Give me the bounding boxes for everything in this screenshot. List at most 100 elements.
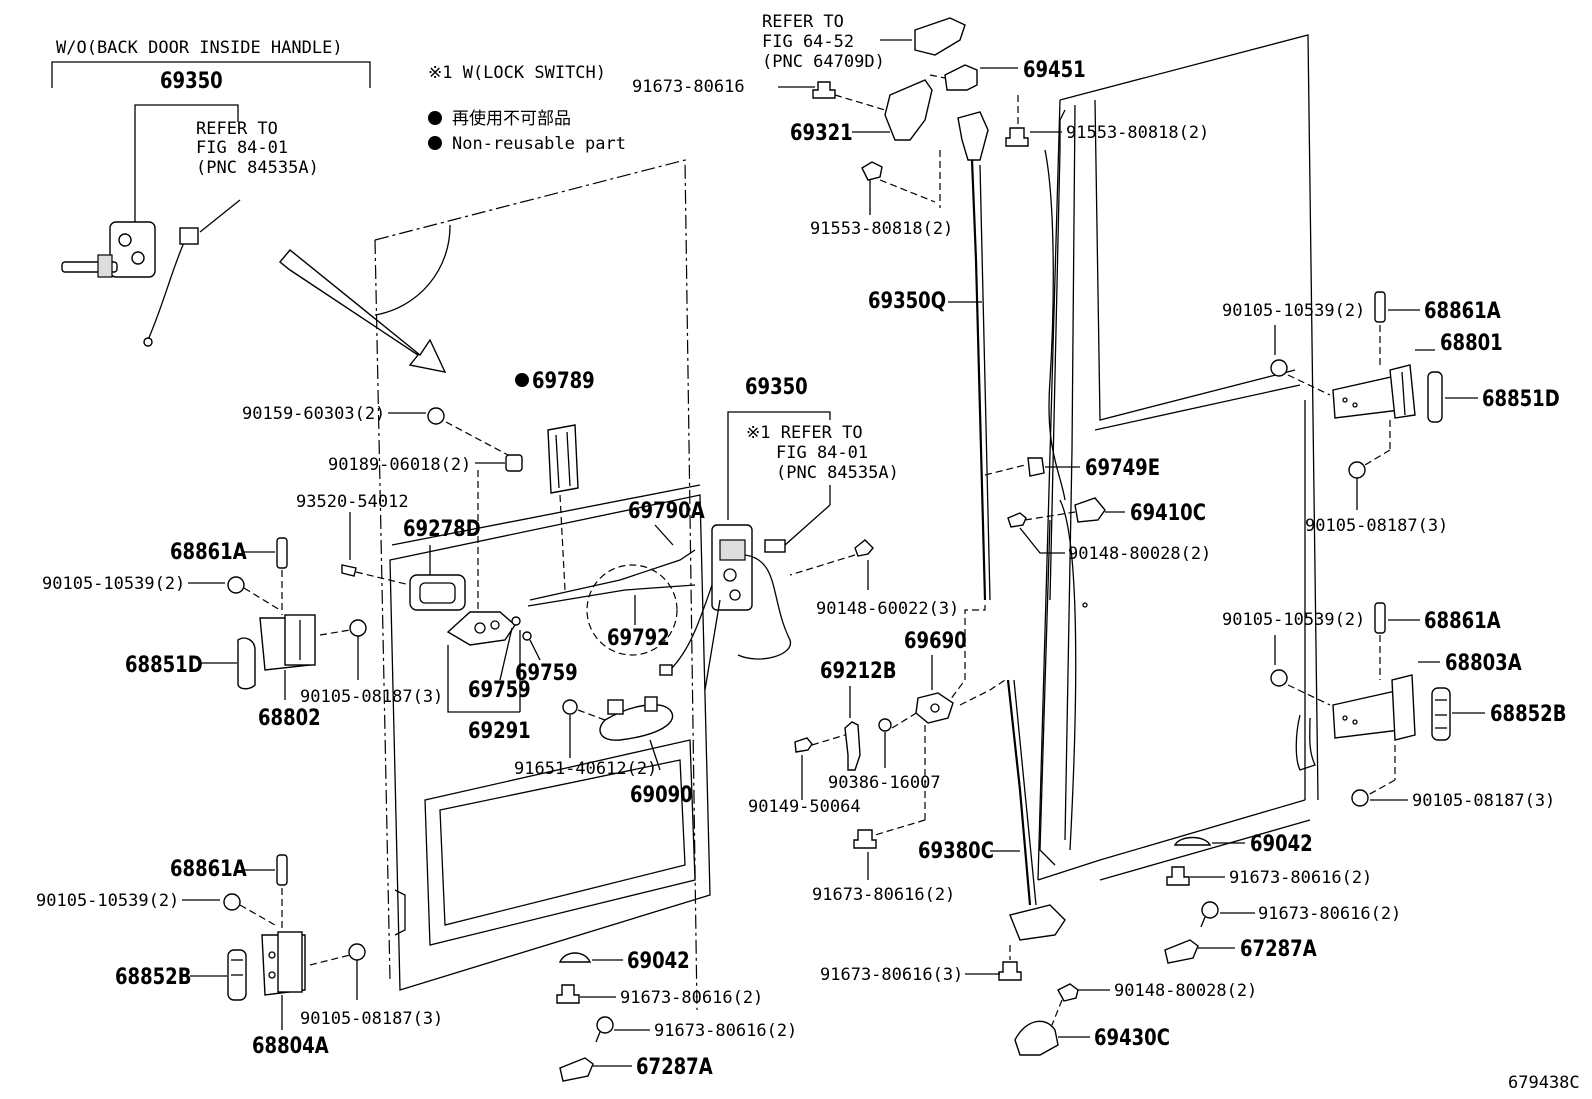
label-68861A-l1: 68861A <box>170 538 247 564</box>
left-lower-hinge: 68861A 90105-10539(2) 90105-08187(3) 688… <box>36 854 443 1058</box>
label-91673-r2: 91673-80616(2) <box>1258 904 1401 924</box>
label-90105-10539-l2: 90105-10539(2) <box>36 891 179 911</box>
label-90149: 90149-50064 <box>748 797 861 817</box>
label-69759-b: 69759 <box>515 659 578 685</box>
inside-handle-assembly <box>61 221 199 347</box>
non-reusable-bullet-icon <box>428 136 442 150</box>
label-69759-a: 69759 <box>468 676 531 702</box>
label-90148-60022: 90148-60022(3) <box>816 599 959 619</box>
label-91673-r1: 91673-80616(2) <box>1229 868 1372 888</box>
part-69090-outside-handle: 69090 91651-40612(2) <box>514 696 693 807</box>
label-69350Q: 69350Q <box>868 287 946 313</box>
ref2-line1: REFER TO <box>762 12 844 32</box>
label-69042-l: 69042 <box>627 947 690 973</box>
label-90105-08187-r2: 90105-08187(3) <box>1412 791 1555 811</box>
label-68851D-r: 68851D <box>1482 385 1560 411</box>
label-90159: 90159-60303(2) <box>242 404 385 424</box>
label-68852B-r: 68852B <box>1490 700 1566 726</box>
label-69410C: 69410C <box>1130 499 1206 525</box>
label-91673-m1: 91673-80616(2) <box>812 885 955 905</box>
label-67287A-l: 67287A <box>636 1053 713 1079</box>
ref1-line2: FIG 84-01 <box>196 138 288 158</box>
label-69792: 69792 <box>607 624 670 650</box>
label-68861A-l2: 68861A <box>170 855 247 881</box>
legend-jp: 再使用不可部品 <box>452 108 571 129</box>
label-68861A-r2: 68861A <box>1424 607 1501 633</box>
label-69749E: 69749E <box>1085 454 1160 480</box>
right-door-body <box>1037 34 1319 881</box>
figure-id: 679438C <box>1508 1073 1580 1093</box>
label-91673-l2: 91673-80616(2) <box>654 1021 797 1041</box>
label-69291: 69291 <box>468 717 531 743</box>
label-90105-10539-r2: 90105-10539(2) <box>1222 610 1365 630</box>
label-69690: 69690 <box>904 627 967 653</box>
right-lower-hinge: 90105-10539(2) 68861A 68803A 68852B 9010… <box>1222 602 1566 811</box>
left-bottom-parts: 69042 91673-80616(2) 91673-80616(2) 6728… <box>556 947 797 1082</box>
left-upper-hinge: 68861A 90105-10539(2) 90105-08187(3) 688… <box>42 537 443 730</box>
label-69350-top: 69350 <box>160 67 223 93</box>
label-90105-08187-l2: 90105-08187(3) <box>300 1009 443 1029</box>
label-69212B: 69212B <box>820 657 896 683</box>
ref2-line3: (PNC 64709D) <box>762 52 885 72</box>
part-69350Q-rod: 69350Q <box>868 159 991 701</box>
part-69278D: 93520-54012 69278D <box>296 492 481 611</box>
pointer-arrow-icon <box>279 249 447 373</box>
part-69380C-rod: 69380C 91673-80616(3) <box>820 679 1066 985</box>
label-93520: 93520-54012 <box>296 492 409 512</box>
label-67287A-r: 67287A <box>1240 935 1317 961</box>
label-68851D-l: 68851D <box>125 651 203 677</box>
label-68804A: 68804A <box>252 1032 329 1058</box>
ref3-line2: FIG 84-01 <box>776 443 868 463</box>
label-68852B-l: 68852B <box>115 963 191 989</box>
label-90148-80028-b: 90148-80028(2) <box>1114 981 1257 1001</box>
label-90105-10539-l1: 90105-10539(2) <box>42 574 185 594</box>
label-90105-08187-r1: 90105-08187(3) <box>1305 516 1448 536</box>
label-69790A: 69790A <box>628 497 705 523</box>
part-90159-90189: 90159-60303(2) 90189-06018(2) <box>242 404 523 610</box>
label-69451: 69451 <box>1023 56 1086 82</box>
lock-switch-note: ※1 W(LOCK SWITCH) <box>428 63 606 83</box>
label-91553-a: 91553-80818(2) <box>1066 123 1209 143</box>
part-69789: 69789 <box>515 367 595 591</box>
label-91673-m2: 91673-80616(3) <box>820 965 963 985</box>
ref3-line1: ※1 REFER TO <box>746 423 863 443</box>
label-69380C: 69380C <box>918 837 994 863</box>
part-69291-latch: 69759 69759 69291 <box>446 611 578 743</box>
part-69350-mid-lock: 69350 ※1 REFER TO FIG 84-01 (PNC 84535A) <box>659 373 899 691</box>
label-90105-10539-r1: 90105-10539(2) <box>1222 301 1365 321</box>
label-91673-l1: 91673-80616(2) <box>620 988 763 1008</box>
variant-note: W/O(BACK DOOR INSIDE HANDLE) <box>56 38 343 58</box>
label-69278D: 69278D <box>403 515 481 541</box>
label-69042-r: 69042 <box>1250 830 1313 856</box>
label-68802: 68802 <box>258 704 321 730</box>
notes: ※1 W(LOCK SWITCH) 再使用不可部品 Non-reusable p… <box>428 63 626 154</box>
center-top-parts: REFER TO FIG 64-52 (PNC 64709D) 91673-80… <box>632 12 1209 239</box>
right-upper-hinge: 90105-10539(2) 68861A 68801 68851D 90105… <box>1222 291 1560 536</box>
label-69090: 69090 <box>630 781 693 807</box>
label-90148-80028-a: 90148-80028(2) <box>1068 544 1211 564</box>
label-68861A-r1: 68861A <box>1424 297 1501 323</box>
ref1-line1: REFER TO <box>196 119 278 139</box>
left-door-panel <box>374 159 711 1011</box>
inset-without-inside-handle: W/O(BACK DOOR INSIDE HANDLE) 69350 REFER… <box>51 38 371 347</box>
ref2-line2: FIG 64-52 <box>762 32 854 52</box>
ref1-line3: (PNC 84535A) <box>196 158 319 178</box>
part-69790A-69792-rods: 69790A 69792 <box>527 497 705 656</box>
label-68803A: 68803A <box>1445 649 1522 675</box>
label-91553-b: 91553-80818(2) <box>810 219 953 239</box>
label-91651: 91651-40612(2) <box>514 759 657 779</box>
label-68801: 68801 <box>1440 329 1503 355</box>
ref3-line3: (PNC 84535A) <box>776 463 899 483</box>
part-90148-60022: 90148-60022(3) <box>789 539 959 619</box>
legend-en: Non-reusable part <box>452 134 626 154</box>
part-69690-group: 69690 69212B 90386-16007 90149-50064 916… <box>748 627 1006 905</box>
label-69430C: 69430C <box>1094 1024 1170 1050</box>
label-90386: 90386-16007 <box>828 773 941 793</box>
part-69430C: 90148-80028(2) 69430C <box>1014 981 1257 1056</box>
label-69321: 69321 <box>790 119 853 145</box>
non-reusable-bullet-icon <box>428 111 442 125</box>
label-91673-80616-top: 91673-80616 <box>632 77 745 97</box>
label-69350-mid: 69350 <box>745 373 808 399</box>
part-69749E-69410C: 69749E 69410C 90148-80028(2) <box>984 454 1211 564</box>
